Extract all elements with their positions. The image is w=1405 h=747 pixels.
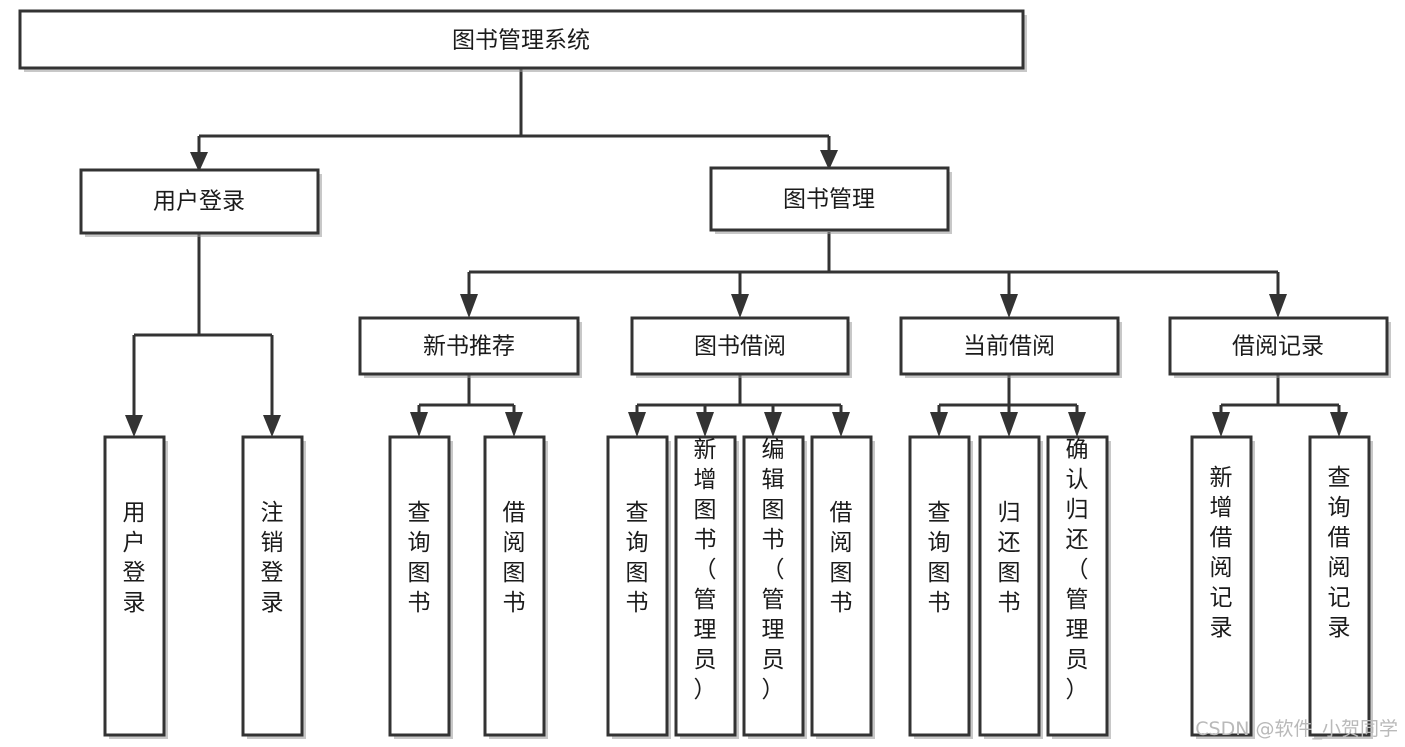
node-leaf-query-book-3[interactable]: 查询图书 [908, 435, 973, 739]
node-book-manage-label: 图书管理 [783, 187, 875, 213]
arrowhead-leaf-borrow-book-1 [505, 412, 523, 437]
node-borrow-record-label: 借阅记录 [1232, 334, 1324, 360]
node-leaf-user-login[interactable]: 用户登录 [103, 435, 168, 739]
arrowhead-leaf-query-book-2 [628, 412, 646, 437]
arrowhead-current-borrow [1000, 294, 1018, 318]
arrowhead-leaf-query-record [1330, 412, 1348, 437]
arrowhead-leaf-add-book [696, 412, 714, 437]
node-leaf-borrow-book-2-label: 借阅图书 [830, 500, 853, 616]
node-current-borrow-label: 当前借阅 [963, 334, 1055, 360]
node-leaf-query-record-label: 查询借阅记录 [1328, 465, 1351, 641]
node-leaf-query-book-1-label: 查询图书 [408, 500, 431, 616]
node-leaf-query-book-2[interactable]: 查询图书 [606, 435, 671, 739]
node-leaf-query-record[interactable]: 查询借阅记录 [1308, 435, 1373, 739]
node-leaf-add-record-label: 新增借阅记录 [1210, 465, 1233, 641]
node-book-borrow[interactable]: 图书借阅 [630, 316, 852, 378]
node-root[interactable]: 图书管理系统 [18, 9, 1027, 72]
arrowhead-leaf-user-logout [263, 415, 281, 437]
arrowhead-book-manage [820, 150, 838, 170]
node-leaf-query-book-1[interactable]: 查询图书 [388, 435, 453, 739]
node-book-manage[interactable]: 图书管理 [709, 166, 952, 234]
arrowhead-new-book-rec [460, 294, 478, 318]
node-leaf-user-logout-label: 注销登录 [261, 500, 284, 616]
arrowhead-leaf-query-book-1 [410, 412, 428, 437]
arrowhead-leaf-borrow-book-2 [832, 412, 850, 437]
node-leaf-return-book[interactable]: 归还图书 [978, 435, 1043, 739]
node-new-book-rec-label: 新书推荐 [423, 334, 515, 360]
arrowhead-leaf-return-book [1000, 412, 1018, 437]
node-leaf-query-book-2-label: 查询图书 [626, 500, 649, 616]
watermark-label: CSDN @软件_小贺同学 [1195, 718, 1398, 740]
arrowhead-user-login [190, 152, 208, 172]
node-book-borrow-label: 图书借阅 [694, 334, 786, 360]
connector-layer [125, 68, 1348, 437]
node-new-book-rec[interactable]: 新书推荐 [358, 316, 582, 378]
node-root-label: 图书管理系统 [452, 28, 590, 54]
node-leaf-add-record[interactable]: 新增借阅记录 [1190, 435, 1255, 739]
node-leaf-borrow-book-2[interactable]: 借阅图书 [810, 435, 875, 739]
node-user-login-label: 用户登录 [153, 189, 245, 215]
node-leaf-return-book-label: 归还图书 [998, 500, 1021, 616]
node-leaf-borrow-book-1[interactable]: 借阅图书 [483, 435, 548, 739]
node-current-borrow[interactable]: 当前借阅 [899, 316, 1122, 378]
node-leaf-confirm-return-label: 确认归还（管理员） [1066, 437, 1089, 703]
node-leaf-add-book-label: 新增图书（管理员） [694, 437, 717, 703]
arrowhead-leaf-user-login [125, 415, 143, 437]
node-borrow-record[interactable]: 借阅记录 [1168, 316, 1391, 378]
arrowhead-leaf-query-book-3 [930, 412, 948, 437]
node-leaf-edit-book-label: 编辑图书（管理员） [762, 437, 785, 703]
arrowhead-leaf-confirm-return [1068, 412, 1086, 437]
node-user-login[interactable]: 用户登录 [79, 168, 322, 237]
node-leaf-borrow-book-1-label: 借阅图书 [503, 500, 526, 616]
arrowhead-leaf-add-record [1212, 412, 1230, 437]
arrowhead-book-borrow [731, 294, 749, 318]
node-leaf-edit-book[interactable]: 编辑图书（管理员） [742, 435, 807, 739]
node-leaf-confirm-return[interactable]: 确认归还（管理员） [1046, 435, 1111, 739]
node-leaf-user-login-label: 用户登录 [123, 500, 146, 616]
arrowhead-leaf-edit-book [764, 412, 782, 437]
node-leaf-add-book[interactable]: 新增图书（管理员） [674, 435, 739, 739]
arrowhead-borrow-record [1269, 294, 1287, 318]
node-leaf-query-book-3-label: 查询图书 [928, 500, 951, 616]
node-leaf-user-logout[interactable]: 注销登录 [241, 435, 306, 739]
